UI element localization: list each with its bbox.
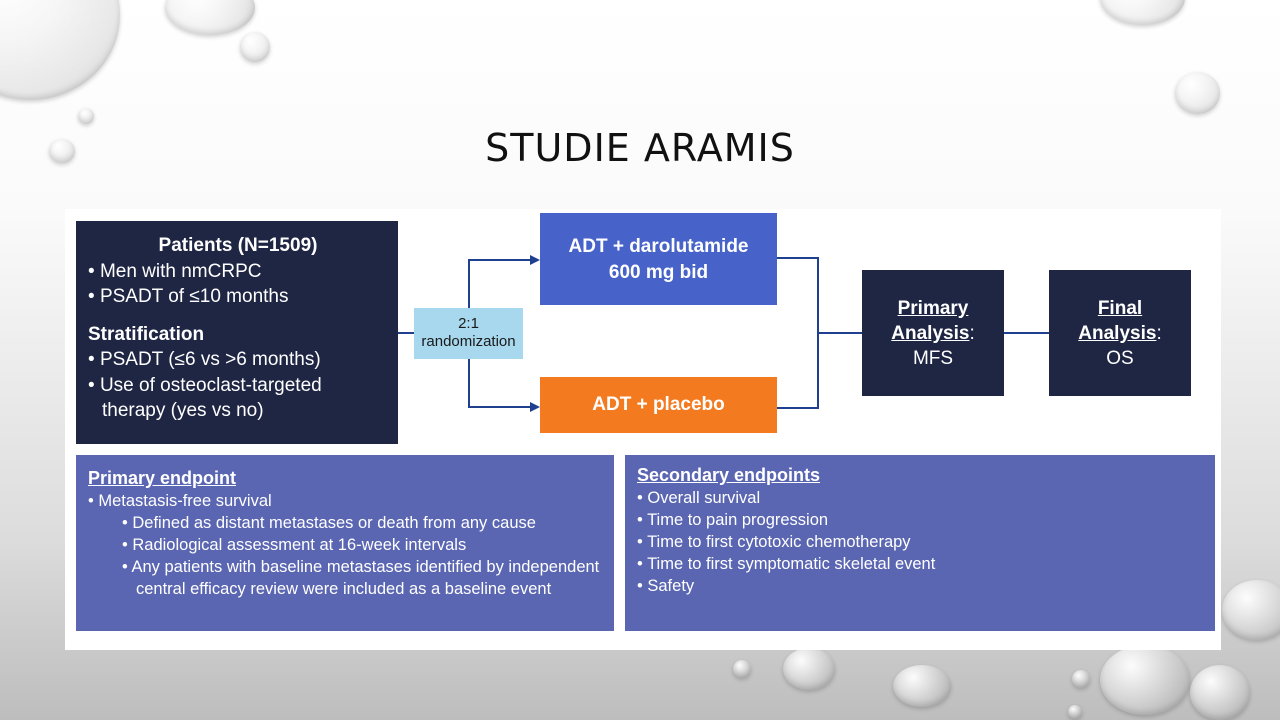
final-analysis-line2: Analysis bbox=[1078, 323, 1157, 344]
patients-item: • Men with nmCRPC bbox=[88, 260, 262, 282]
arm-a-line2: 600 mg bid bbox=[608, 262, 709, 283]
arm-darolutamide-box: ADT + darolutamide 600 mg bid bbox=[540, 213, 777, 305]
water-drop-decoration bbox=[49, 139, 75, 163]
primary-endpoint-subitem: • Any patients with baseline metastases … bbox=[122, 558, 600, 598]
secondary-endpoints-heading: Secondary endpoints bbox=[637, 465, 821, 485]
secondary-endpoint-item-text: Time to first symptomatic skeletal event bbox=[647, 555, 936, 573]
primary-endpoint-heading: Primary endpoint bbox=[88, 468, 237, 488]
secondary-endpoint-item-text: Safety bbox=[647, 577, 695, 595]
primary-endpoint-subitem-text: Any patients with baseline metastases id… bbox=[131, 558, 600, 598]
secondary-endpoint-item-text: Time to pain progression bbox=[647, 511, 829, 529]
patients-heading: Patients (N=1509) bbox=[158, 235, 318, 256]
randomization-label: randomization bbox=[421, 333, 516, 350]
primary-analysis-colon: : bbox=[969, 323, 975, 344]
final-analysis-box: Final Analysis: OS bbox=[1049, 270, 1191, 396]
secondary-endpoint-item-text: Overall survival bbox=[647, 489, 761, 507]
primary-endpoint-item: • Metastasis-free survival bbox=[88, 492, 272, 510]
primary-endpoint-subitem: • Defined as distant metastases or death… bbox=[122, 514, 536, 532]
water-drop-decoration bbox=[1175, 72, 1220, 114]
patients-item-text: PSADT of ≤10 months bbox=[99, 286, 289, 307]
water-drop-decoration bbox=[1222, 580, 1280, 640]
patients-box: Patients (N=1509) • Men with nmCRPC • PS… bbox=[76, 221, 398, 444]
water-drop-decoration bbox=[1068, 705, 1082, 719]
arm-placebo-box: ADT + placebo bbox=[540, 377, 777, 433]
water-drop-decoration bbox=[733, 660, 751, 678]
secondary-endpoint-item: • Time to pain progression bbox=[637, 511, 829, 529]
stratification-item: • Use of osteoclast-targeted therapy (ye… bbox=[88, 374, 322, 422]
patients-item: • PSADT of ≤10 months bbox=[88, 286, 289, 307]
primary-endpoint-box: Primary endpoint • Metastasis-free survi… bbox=[76, 455, 614, 631]
primary-analysis-line1: Primary bbox=[897, 298, 969, 319]
primary-analysis-value: MFS bbox=[912, 348, 954, 369]
stratification-item: • PSADT (≤6 vs >6 months) bbox=[88, 349, 321, 370]
slide-title: STUDIE ARAMIS bbox=[485, 126, 795, 170]
stratification-heading: Stratification bbox=[88, 323, 205, 345]
patients-item-text: Men with nmCRPC bbox=[99, 260, 262, 282]
water-drop-decoration bbox=[783, 648, 835, 690]
secondary-endpoint-item: • Time to first symptomatic skeletal eve… bbox=[637, 555, 936, 573]
bracket-arms bbox=[777, 257, 819, 409]
primary-analysis-box: Primary Analysis: MFS bbox=[862, 270, 1004, 396]
water-drop-decoration bbox=[78, 108, 94, 124]
final-analysis-value: OS bbox=[1106, 348, 1134, 369]
final-analysis-colon: : bbox=[1156, 323, 1162, 344]
final-analysis-line1: Final bbox=[1097, 298, 1143, 319]
water-drop-decoration bbox=[240, 32, 270, 62]
randomization-box: 2:1 randomization bbox=[414, 308, 523, 359]
primary-analysis-line2: Analysis bbox=[891, 323, 970, 344]
secondary-endpoint-item-text: Time to first cytotoxic chemotherapy bbox=[647, 533, 911, 551]
primary-endpoint-item-text: Metastasis-free survival bbox=[98, 492, 272, 510]
primary-endpoint-subitem-text: Defined as distant metastases or death f… bbox=[132, 514, 536, 532]
primary-endpoint-subitem-text: Radiological assessment at 16-week inter… bbox=[132, 536, 467, 554]
arm-a-line1: ADT + darolutamide bbox=[568, 236, 749, 257]
water-drop-decoration bbox=[893, 665, 951, 707]
stratification-item-text: Use of osteoclast-targeted therapy (yes … bbox=[99, 374, 322, 422]
stratification-item-text: PSADT (≤6 vs >6 months) bbox=[99, 349, 321, 370]
water-drop-decoration bbox=[1072, 670, 1090, 688]
secondary-endpoint-item: • Safety bbox=[637, 577, 695, 595]
primary-endpoint-subitem: • Radiological assessment at 16-week int… bbox=[122, 536, 467, 554]
secondary-endpoint-item: • Time to first cytotoxic chemotherapy bbox=[637, 533, 911, 551]
secondary-endpoints-box: Secondary endpoints • Overall survival •… bbox=[625, 455, 1215, 631]
water-drop-decoration bbox=[1190, 665, 1250, 720]
secondary-endpoint-item: • Overall survival bbox=[637, 489, 761, 507]
randomization-ratio: 2:1 bbox=[458, 315, 479, 332]
water-drop-decoration bbox=[1100, 645, 1190, 715]
